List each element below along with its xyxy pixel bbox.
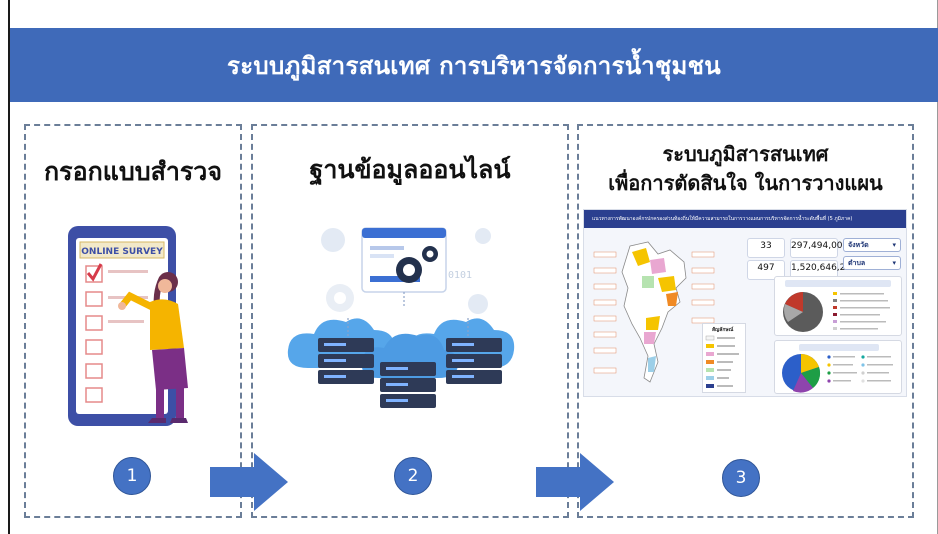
stat-value-2: 297,494,000 <box>791 241 849 251</box>
arrow-right-icon <box>210 453 288 511</box>
province-map <box>588 232 738 396</box>
left-frame-line <box>8 0 10 534</box>
map-legend-swatches <box>705 335 739 388</box>
chevron-down-icon: ▾ <box>892 259 896 267</box>
stat-value-3: 497 <box>757 263 775 273</box>
step-3-badge: 3 <box>722 459 760 497</box>
server-icon <box>446 338 502 384</box>
province-dropdown[interactable]: จังหวัด ▾ <box>843 238 901 252</box>
step-3-title-line-2: เพื่อการตัดสินใจ ในการวางแผน <box>608 171 883 195</box>
stat-value-4: 1,520,646,250 <box>791 263 857 273</box>
subdistrict-dropdown-label: ตำบล <box>848 258 866 267</box>
pie-chart-card-2 <box>774 340 902 394</box>
map-legend-title: สัญลักษณ์ <box>712 327 734 333</box>
map-legend <box>702 323 746 393</box>
pie-chart-card-1-header <box>785 280 891 287</box>
arrow-right-icon <box>536 453 614 511</box>
step-3-title: ระบบภูมิสารสนเทศ เพื่อการตัดสินใจ ในการว… <box>579 140 912 198</box>
province-dropdown-label: จังหวัด <box>848 240 869 249</box>
step-2-panel: ฐานข้อมูลออนไลน์ 2 <box>251 124 569 518</box>
title-banner: ระบบภูมิสารสนเทศ การบริหารจัดการน้ำชุมชน <box>10 28 938 102</box>
stat-card-2: 297,494,000 <box>790 238 849 258</box>
dashboard-screenshot: แนวทางการพัฒนาองค์กรปกครองส่วนท้องถิ่นให… <box>583 209 907 397</box>
step-1-title: กรอกแบบสำรวจ <box>44 157 222 186</box>
subdistrict-dropdown[interactable]: ตำบล ▾ <box>843 256 901 270</box>
server-icon <box>380 362 436 408</box>
step-2-title: ฐานข้อมูลออนไลน์ <box>309 155 511 184</box>
chevron-down-icon: ▾ <box>892 241 896 249</box>
pie-chart-card-1 <box>774 276 902 336</box>
pie-chart-2 <box>782 354 893 393</box>
online-database-illustration: 0101 <box>287 227 515 408</box>
cog-icon <box>396 246 438 283</box>
stat-value-1: 33 <box>760 241 772 251</box>
server-icon <box>318 338 374 384</box>
pie-chart-card-2-header <box>799 344 879 351</box>
gear-icon <box>326 284 354 312</box>
survey-sign-text: ONLINE SURVEY <box>81 247 163 257</box>
step-2-badge: 2 <box>394 457 432 495</box>
online-survey-illustration: ONLINE SURVEY <box>68 226 188 426</box>
stat-card-1: 33 <box>747 238 785 258</box>
step-1-badge: 1 <box>113 457 151 495</box>
pie-chart-1 <box>783 292 890 332</box>
binary-text: 0101 <box>448 270 472 281</box>
step-3-title-line-1: ระบบภูมิสารสนเทศ <box>662 142 829 166</box>
banner-title: ระบบภูมิสารสนเทศ การบริหารจัดการน้ำชุมชน <box>227 51 721 80</box>
dashboard-header: แนวทางการพัฒนาองค์กรปกครองส่วนท้องถิ่นให… <box>584 210 906 228</box>
stat-card-3: 497 <box>747 260 785 280</box>
